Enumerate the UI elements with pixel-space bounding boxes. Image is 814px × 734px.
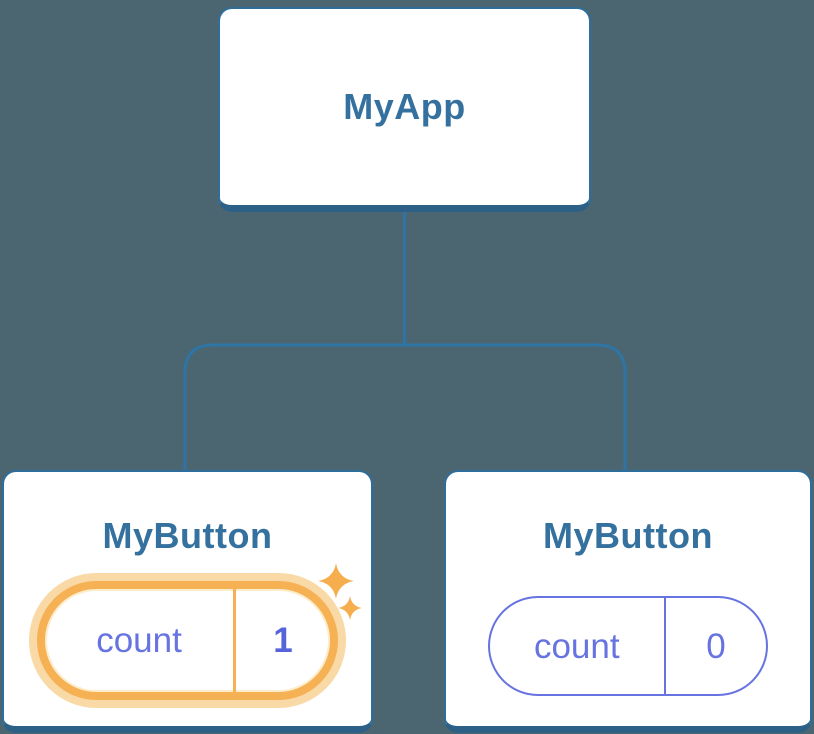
- state-pill-highlighted: count 1: [37, 581, 338, 700]
- node-title: MyButton: [543, 515, 713, 556]
- state-key-label: count: [533, 626, 620, 666]
- tree-node-mybutton-right: MyButton count 0: [444, 470, 812, 733]
- state-value: 0: [706, 626, 726, 666]
- node-title: MyApp: [343, 86, 466, 127]
- state-key-label: count: [96, 621, 182, 660]
- pill-divider: [663, 598, 666, 694]
- node-title: MyButton: [102, 515, 273, 556]
- tree-node-mybutton-left: MyButton count 1: [2, 470, 373, 733]
- sparkle-icon: [338, 596, 362, 620]
- pill-divider: [233, 589, 236, 692]
- state-pill: count 0: [488, 596, 768, 696]
- state-value: 1: [273, 621, 293, 660]
- tree-node-myapp: MyApp: [218, 7, 591, 212]
- sparkle-icon: [318, 563, 354, 599]
